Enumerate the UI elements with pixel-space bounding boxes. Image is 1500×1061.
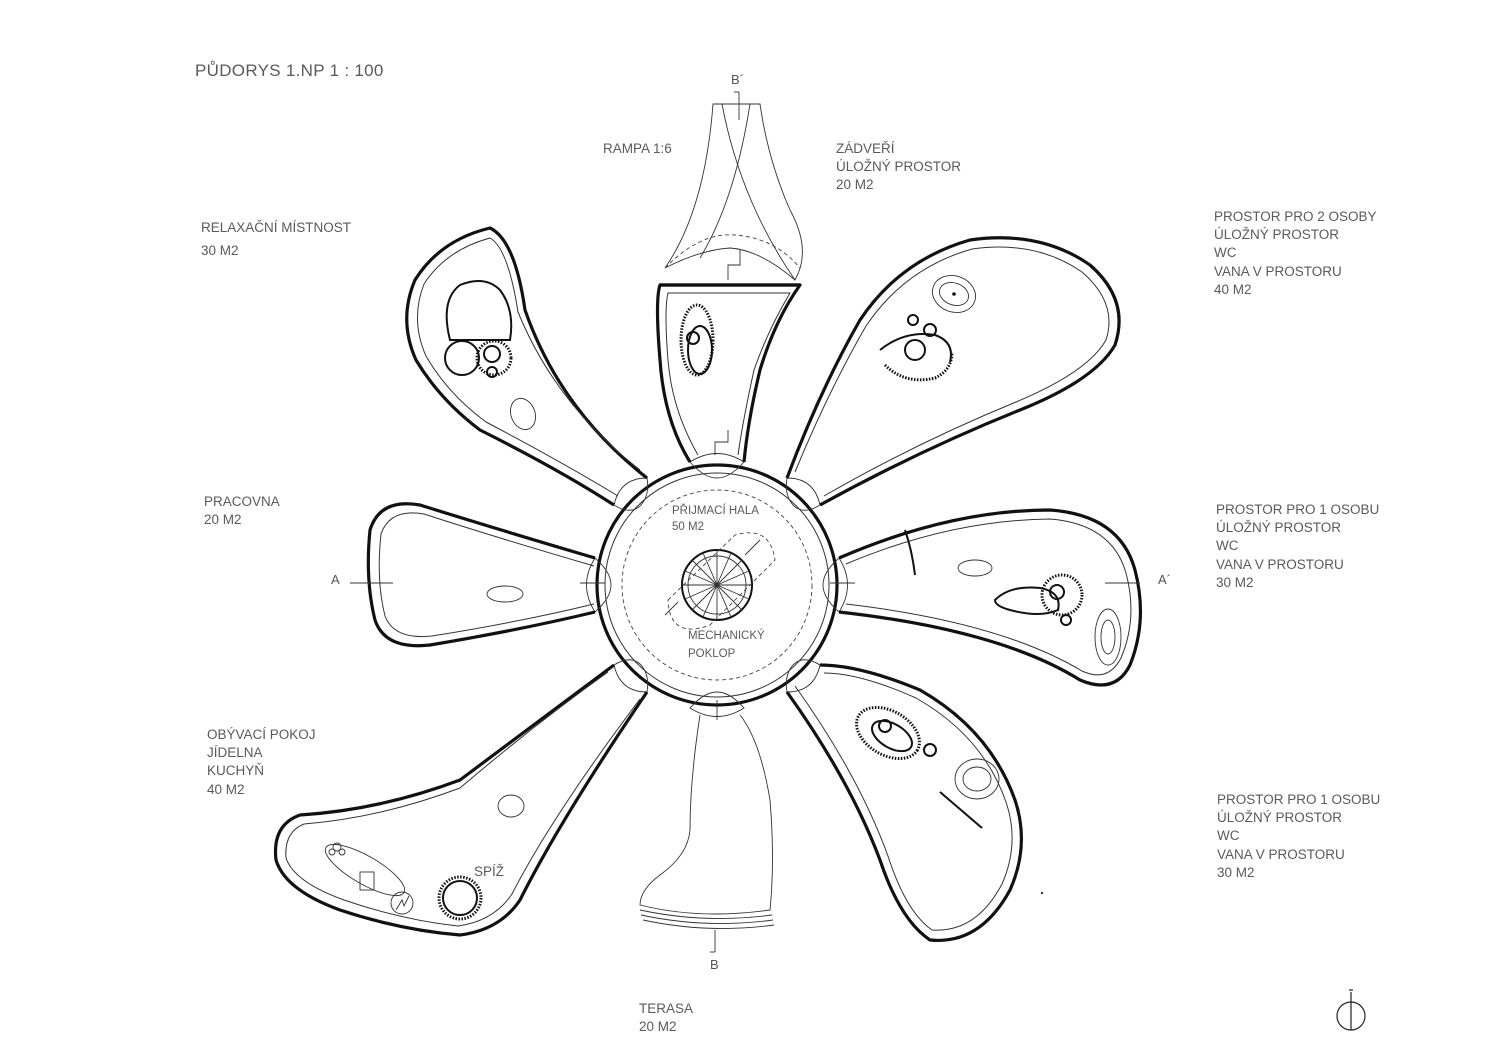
- section-mark-b-bottom: B: [710, 957, 719, 972]
- label-entrance: ZÁDVEŘÍ ÚLOŽNÝ PROSTOR 20 M2: [836, 141, 962, 193]
- label-pantry: SPÍŽ: [474, 864, 505, 879]
- north-arrow-icon: [1336, 989, 1366, 1031]
- wing-study: [350, 502, 605, 648]
- terrace: [639, 700, 775, 953]
- ramp: [664, 91, 803, 281]
- section-mark-b-top: B´: [731, 72, 744, 87]
- spiral-stair: [664, 532, 776, 630]
- section-mark-a-right: A´: [1158, 572, 1171, 587]
- drawing-dot: [1040, 891, 1044, 895]
- wing-one-person-a: [830, 508, 1143, 687]
- label-terrace: TERASA 20 M2: [639, 1001, 694, 1035]
- label-two-person: PROSTOR PRO 2 OSOBY ÚLOŽNÝ PROSTOR WC VA…: [1214, 209, 1377, 297]
- wing-living: [273, 663, 649, 937]
- label-one-person-a: PROSTOR PRO 1 OSOBU ÚLOŽNÝ PROSTOR WC VA…: [1216, 502, 1380, 590]
- label-relax: RELAXAČNÍ MÍSTNOST 30 M2: [201, 220, 352, 258]
- wing-entrance: [655, 283, 802, 463]
- section-mark-a-left: A: [331, 572, 340, 587]
- label-study: PRACOVNA 20 M2: [204, 494, 280, 528]
- wing-two-person: [785, 236, 1121, 507]
- wing-one-person-b: [785, 663, 1023, 943]
- page-title: PŮDORYS 1.NP 1 : 100: [195, 61, 384, 80]
- label-ramp: RAMPA 1:6: [603, 141, 672, 156]
- label-one-person-b: PROSTOR PRO 1 OSOBU ÚLOŽNÝ PROSTOR WC VA…: [1217, 792, 1381, 880]
- label-hall: PŘIJMACÍ HALA 50 M2: [672, 505, 759, 533]
- wing-relax: [405, 226, 648, 507]
- label-living: OBÝVACÍ POKOJ JÍDELNA KUCHYŇ 40 M2: [207, 727, 316, 797]
- label-hatch: MECHANICKÝ POKLOP: [688, 630, 765, 660]
